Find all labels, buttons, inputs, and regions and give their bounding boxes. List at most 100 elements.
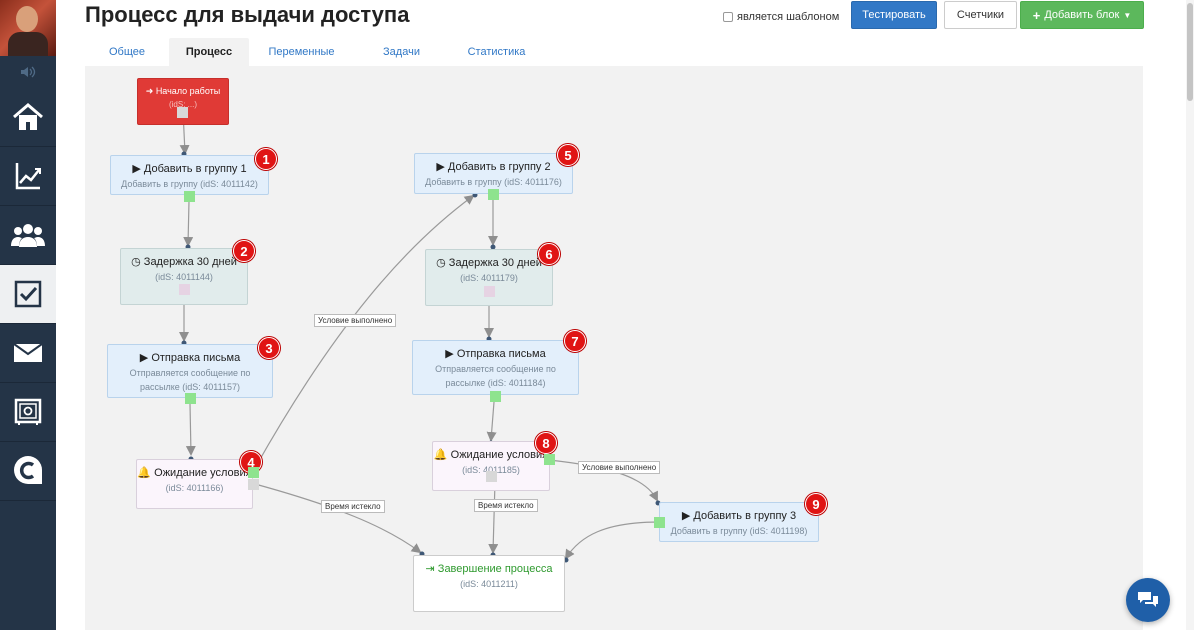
- edge-9-end: [564, 521, 660, 560]
- bell-icon: 🔔: [137, 467, 152, 479]
- counters-button[interactable]: Счетчики: [944, 1, 1017, 29]
- edge-4-end: [254, 483, 422, 554]
- end-title: Завершение процесса: [437, 563, 553, 575]
- block-sub: (idS: 4011185): [462, 465, 520, 475]
- chat-button[interactable]: [1126, 578, 1170, 622]
- output-port[interactable]: [484, 286, 495, 297]
- template-checkbox[interactable]: является шаблоном: [723, 11, 839, 23]
- block-send-email-2[interactable]: ▶ Отправка письма Отправляется сообщение…: [412, 340, 579, 395]
- chat-icon: [1138, 592, 1158, 607]
- clock-icon: ◷: [436, 257, 446, 269]
- add-block-button[interactable]: + Добавить блок ▼: [1020, 1, 1144, 29]
- block-title: Добавить в группу 3: [693, 510, 797, 522]
- clock-icon: ◷: [131, 256, 141, 268]
- timeout-port[interactable]: [486, 471, 497, 482]
- sound-icon[interactable]: [0, 56, 56, 88]
- block-title: Добавить в группу 1: [143, 163, 247, 175]
- step-badge: 6: [538, 243, 560, 265]
- start-title: Начало работы: [155, 86, 221, 96]
- block-title: Отправка письма: [456, 348, 546, 360]
- output-port[interactable]: [185, 393, 196, 404]
- edge-8-end: [488, 481, 499, 554]
- bell-icon: 🔔: [433, 449, 448, 461]
- edge-label-condition-met: Условие выполнено: [314, 314, 397, 327]
- exit-icon: ⇥: [425, 563, 435, 575]
- page-title: Процесс для выдачи доступа: [85, 2, 410, 27]
- step-badge: 7: [564, 330, 586, 352]
- chart-icon: [15, 163, 41, 190]
- sidebar-item-tasks[interactable]: [0, 265, 56, 324]
- block-sub: Отправляется сообщение по рассылке (idS:…: [435, 364, 556, 388]
- block-sub: Добавить в группу (idS: 4011142): [121, 179, 258, 189]
- tasks-icon: [14, 280, 42, 308]
- block-delay-2[interactable]: ◷ Задержка 30 дней (idS: 4011179): [425, 249, 553, 306]
- block-delay-1[interactable]: ◷ Задержка 30 дней (idS: 4011144): [120, 248, 248, 305]
- block-sub: Отправляется сообщение по рассылке (idS:…: [129, 368, 251, 392]
- sidebar-item-safe[interactable]: [0, 383, 56, 442]
- block-title: Задержка 30 дней: [143, 256, 237, 268]
- play-icon: ▶: [445, 348, 454, 360]
- edge-1-2: [183, 200, 194, 247]
- step-badge: 3: [258, 337, 280, 359]
- add-block-label: Добавить блок: [1044, 9, 1120, 21]
- template-label: является шаблоном: [737, 11, 840, 23]
- mail-icon: [13, 343, 43, 362]
- play-icon: ▶: [132, 163, 141, 175]
- block-add-to-group-2[interactable]: ▶ Добавить в группу 2 Добавить в группу …: [414, 153, 573, 194]
- sidebar-item-mail[interactable]: [0, 324, 56, 383]
- checkbox-box[interactable]: [723, 12, 733, 22]
- end-sub: (idS: 4011211): [460, 579, 518, 589]
- block-sub: (idS: 4011179): [460, 273, 518, 283]
- block-title: Отправка письма: [151, 352, 241, 364]
- process-canvas[interactable]: ➜ Начало работы (idS: ...) ▶ Добавить в …: [85, 66, 1143, 630]
- tab-general[interactable]: Общее: [108, 46, 146, 58]
- condition-met-port[interactable]: [544, 454, 555, 465]
- sidebar-item-brand[interactable]: [0, 442, 56, 501]
- play-icon: ▶: [436, 161, 445, 173]
- block-send-email-1[interactable]: ▶ Отправка письма Отправляется сообщение…: [107, 344, 273, 398]
- plus-icon: +: [1032, 7, 1041, 23]
- block-sub: (idS: 4011144): [155, 272, 213, 282]
- brand-icon: [14, 456, 42, 484]
- block-add-to-group-1[interactable]: ▶ Добавить в группу 1 Добавить в группу …: [110, 155, 269, 195]
- step-badge: 1: [255, 148, 277, 170]
- edge-label-timeout: Время истекло: [474, 499, 538, 512]
- scrollbar-track[interactable]: [1186, 0, 1194, 630]
- timeout-port[interactable]: [248, 479, 259, 490]
- edge-label-timeout: Время истекло: [321, 500, 385, 513]
- tabs: Общее Процесс Переменные Задачи Статисти…: [85, 38, 544, 66]
- tab-process[interactable]: Процесс: [169, 38, 249, 66]
- output-port[interactable]: [177, 107, 188, 118]
- block-wait-condition-1[interactable]: 🔔 Ожидание условия (idS: 4011166): [136, 459, 253, 509]
- step-badge: 5: [557, 144, 579, 166]
- block-sub: Добавить в группу (idS: 4011176): [425, 177, 562, 187]
- scrollbar-thumb[interactable]: [1187, 3, 1193, 101]
- block-title: Добавить в группу 2: [447, 161, 551, 173]
- condition-met-port[interactable]: [248, 467, 259, 478]
- block-add-to-group-3[interactable]: ▶ Добавить в группу 3 Добавить в группу …: [659, 502, 819, 542]
- caret-down-icon: ▼: [1123, 10, 1132, 20]
- play-icon: ▶: [681, 510, 691, 522]
- tab-tasks[interactable]: Задачи: [383, 46, 420, 58]
- step-badge: 8: [535, 432, 557, 454]
- output-port[interactable]: [490, 391, 501, 402]
- edge-label-condition-met: Условие выполнено: [578, 461, 661, 474]
- sidebar-item-home[interactable]: [0, 88, 56, 147]
- output-port[interactable]: [654, 517, 665, 528]
- output-port[interactable]: [179, 284, 190, 295]
- tab-variables[interactable]: Переменные: [268, 46, 335, 58]
- sidebar-item-users[interactable]: [0, 206, 56, 265]
- avatar[interactable]: [0, 0, 56, 56]
- edge-4-5: [254, 194, 475, 469]
- sidebar-item-analytics[interactable]: [0, 147, 56, 206]
- edge-7-8: [486, 401, 497, 442]
- test-button[interactable]: Тестировать: [851, 1, 937, 29]
- block-title: Ожидание условия: [154, 467, 252, 479]
- output-port[interactable]: [184, 191, 195, 202]
- end-node[interactable]: ⇥ Завершение процесса (idS: 4011211): [413, 555, 565, 612]
- tab-statistics[interactable]: Статистика: [467, 46, 526, 58]
- users-icon: [11, 224, 45, 247]
- output-port[interactable]: [488, 189, 499, 200]
- block-wait-condition-2[interactable]: 🔔 Ожидание условия (idS: 4011185): [432, 441, 550, 491]
- block-title: Ожидание условия: [450, 449, 549, 461]
